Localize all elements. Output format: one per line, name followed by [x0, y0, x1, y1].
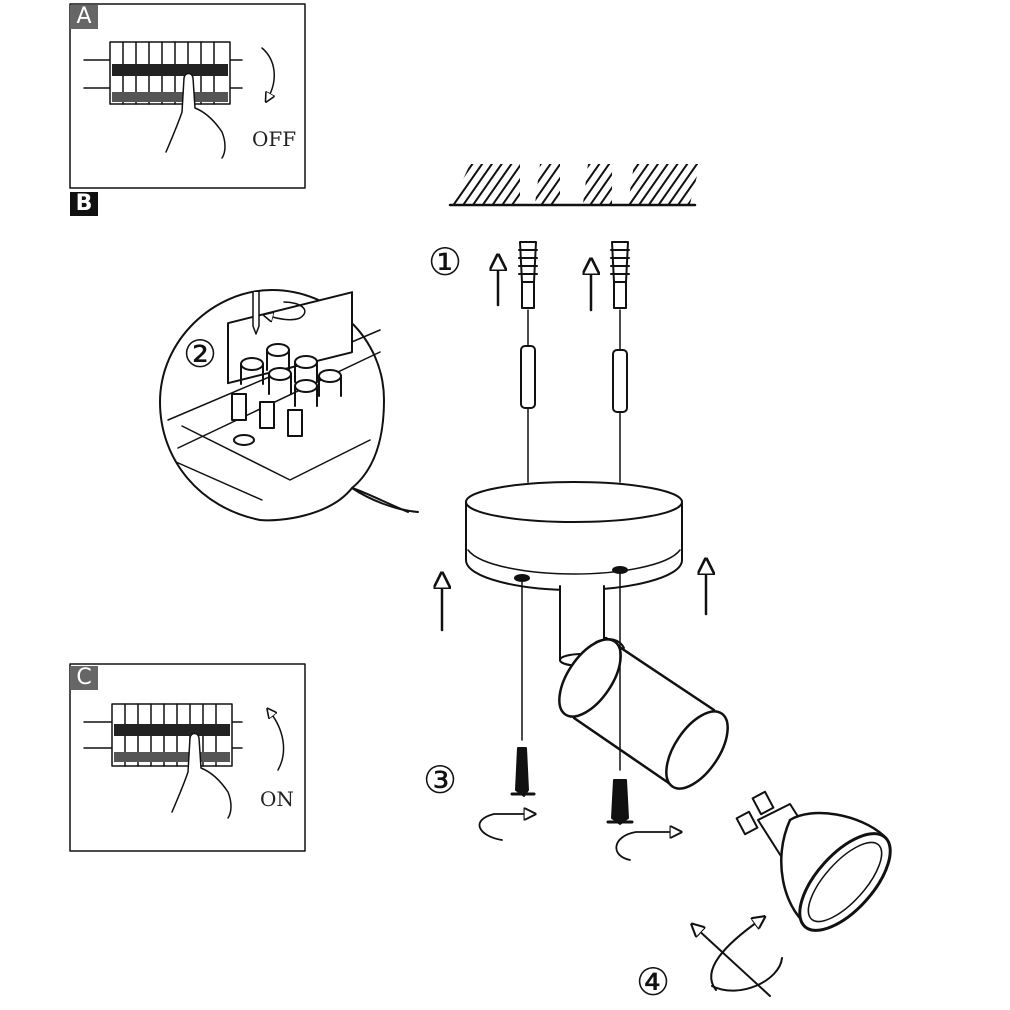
screwdriver-icon [252, 291, 260, 335]
step-2-label: ② [183, 332, 218, 376]
breaker-icon [83, 41, 243, 105]
screw-left [510, 747, 536, 797]
panel-c-breaker-on: ON [69, 663, 306, 852]
spacer-sleeve [612, 349, 628, 413]
rotate-arrow-icon [268, 301, 306, 320]
panel-a-breaker-off: OFF [69, 3, 306, 189]
breaker-icon [83, 703, 243, 767]
step-3-label: ③ [423, 758, 458, 802]
rotate-arrow-icon [615, 832, 676, 861]
ceiling-canopy [465, 481, 683, 591]
panel-a-state: OFF [252, 127, 296, 151]
panel-c-tag: C [70, 666, 98, 690]
panel-b-tag: B [70, 192, 98, 216]
hand-icon [165, 72, 226, 159]
hand-icon [171, 732, 232, 819]
rotate-up-arrow-icon [270, 712, 285, 771]
rotate-down-arrow-icon [261, 47, 274, 98]
panel-a-tag: A [70, 5, 98, 29]
step-4-label: ④ [636, 960, 671, 1004]
wall-plug-left [518, 241, 538, 309]
panel-c-state: ON [260, 787, 294, 811]
step-1-label: ① [428, 240, 463, 284]
rotate-arrow-icon [478, 814, 530, 841]
gu10-bulb [735, 790, 892, 932]
spacer-sleeve [520, 345, 536, 409]
twist-lock-arrow-icon [696, 920, 783, 997]
ceiling-hatch [448, 164, 700, 207]
spotlight-head [558, 585, 729, 790]
terminal-block-detail [159, 289, 419, 522]
wall-plug-right [610, 241, 630, 309]
screw-right [606, 779, 634, 825]
